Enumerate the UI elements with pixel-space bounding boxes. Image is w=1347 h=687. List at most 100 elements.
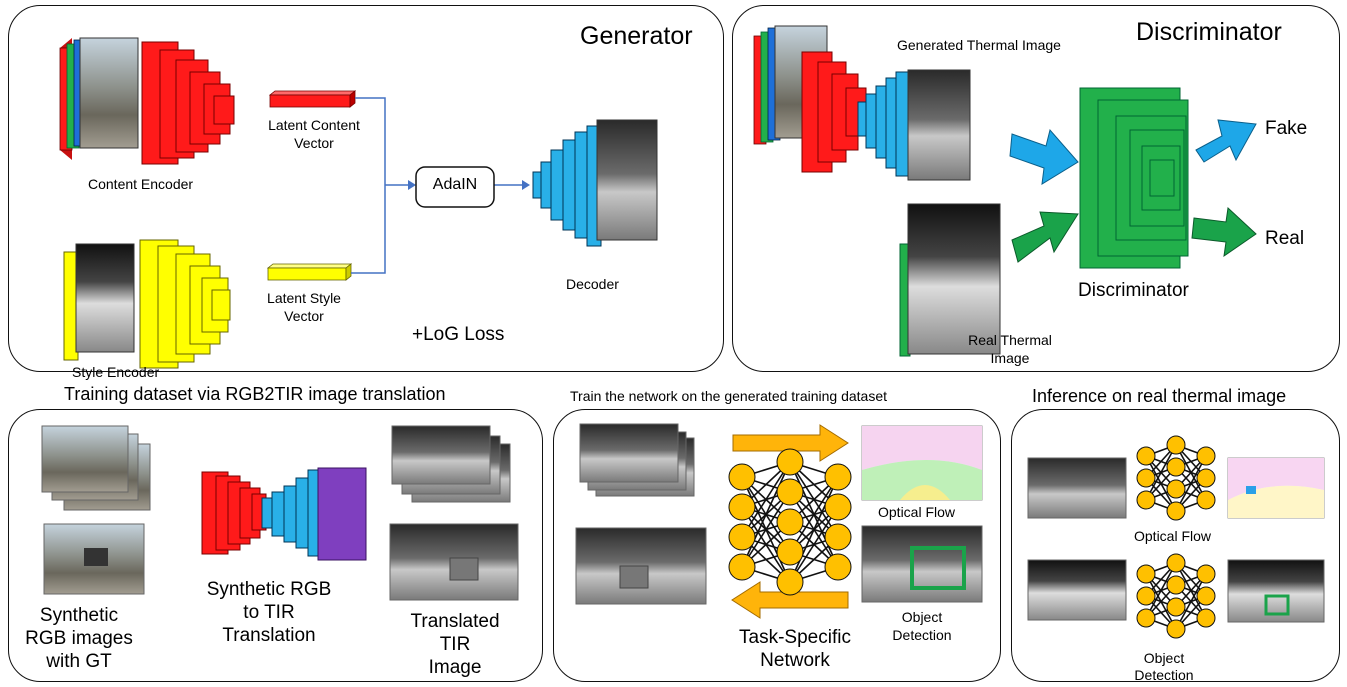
train-network-header: Train the network on the generated train… xyxy=(570,388,888,404)
translation-line3: Translation xyxy=(222,625,316,646)
network-node xyxy=(1166,553,1186,573)
network-node xyxy=(1196,564,1216,584)
style-image-stack xyxy=(63,243,135,361)
translation-line2: to TIR xyxy=(243,602,295,623)
latent-style-line2: Vector xyxy=(284,308,324,324)
log-loss-label: +LoG Loss xyxy=(412,324,505,345)
network-node xyxy=(776,538,804,566)
latent-style-label: Latent Style Vector xyxy=(252,289,356,325)
discriminator-title: Discriminator xyxy=(1136,18,1282,46)
synthetic-rgb-images xyxy=(41,425,151,595)
network-edge xyxy=(741,461,791,568)
latent-connectors xyxy=(351,97,530,274)
network-edge xyxy=(1175,455,1207,512)
task-line2: Network xyxy=(760,650,830,671)
network-edge xyxy=(741,461,791,538)
network-node xyxy=(1136,490,1156,510)
inference-optical-flow-label: Optical Flow xyxy=(1134,528,1212,544)
latent-content-line2: Vector xyxy=(294,135,334,151)
network-node xyxy=(824,493,852,521)
network-node xyxy=(776,448,804,476)
latent-style-vector xyxy=(266,263,353,281)
task-network-graph xyxy=(728,448,852,596)
synthetic-line1: Synthetic xyxy=(39,605,119,626)
network-node xyxy=(1166,479,1186,499)
latent-style-line1: Latent Style xyxy=(267,290,341,306)
network-node xyxy=(1136,446,1156,466)
translated-tir-label: Translated TIR Image xyxy=(400,610,510,679)
task-specific-label: Task-Specific Network xyxy=(730,626,860,672)
network-edge xyxy=(1175,573,1207,630)
content-image-stack xyxy=(59,37,139,160)
synthetic-line3: with GT xyxy=(46,651,112,672)
network-node xyxy=(1166,435,1186,455)
translation-line1: Synthetic RGB xyxy=(206,579,332,600)
synthetic-rgb-label: Synthetic RGB images with GT xyxy=(24,604,134,673)
training-dataset-header: Training dataset via RGB2TIR image trans… xyxy=(64,384,446,404)
task-line1: Task-Specific xyxy=(739,627,851,648)
network-node xyxy=(728,493,756,521)
network-node xyxy=(728,523,756,551)
network-node xyxy=(776,478,804,506)
network-edge xyxy=(741,491,791,568)
arrow-to-discriminator-bottom xyxy=(1011,211,1079,263)
translated-line2: TIR xyxy=(439,634,471,655)
network-edge xyxy=(1145,562,1177,619)
content-encoder-block xyxy=(141,41,235,165)
translation-label: Synthetic RGB to TIR Translation xyxy=(196,578,342,647)
generator-title: Generator xyxy=(580,22,693,50)
network-node xyxy=(1136,564,1156,584)
backward-arrow xyxy=(731,581,849,619)
network-edge xyxy=(789,476,839,583)
inference-network-top xyxy=(1136,435,1216,521)
real-thermal-line1: Real Thermal xyxy=(968,332,1052,348)
network-node xyxy=(776,568,804,596)
network-node xyxy=(1196,446,1216,466)
train-optical-flow-label: Optical Flow xyxy=(878,504,956,520)
translated-line3: Image xyxy=(428,657,482,678)
inference-optical-flow-output xyxy=(1227,457,1325,519)
network-node xyxy=(824,523,852,551)
latent-content-vector xyxy=(268,90,357,108)
network-node xyxy=(728,553,756,581)
network-node xyxy=(1136,468,1156,488)
network-node xyxy=(1196,586,1216,606)
network-node xyxy=(1166,457,1186,477)
latent-content-line1: Latent Content xyxy=(268,117,360,133)
synthetic-line2: RGB images xyxy=(25,628,133,649)
network-node xyxy=(1166,597,1186,617)
translated-line1: Translated xyxy=(410,611,500,632)
network-node xyxy=(728,463,756,491)
discriminator-block xyxy=(1079,87,1189,269)
network-node xyxy=(1166,575,1186,595)
network-node xyxy=(1196,468,1216,488)
generated-image-stack xyxy=(753,25,971,181)
decoder-block xyxy=(532,119,658,247)
network-node xyxy=(824,553,852,581)
forward-arrow xyxy=(732,424,849,462)
real-thermal-image xyxy=(899,203,1001,357)
network-edge xyxy=(789,476,839,553)
inference-input-flow xyxy=(1027,457,1127,519)
network-node xyxy=(1136,608,1156,628)
inference-detection-output xyxy=(1227,559,1325,623)
discriminator-label: Discriminator xyxy=(1078,280,1189,301)
style-encoder-block xyxy=(139,239,231,369)
inference-input-detect xyxy=(1027,559,1127,621)
arrow-to-discriminator-top xyxy=(1009,128,1079,185)
network-node xyxy=(1196,608,1216,628)
network-node xyxy=(1136,586,1156,606)
style-encoder-label: Style Encoder xyxy=(72,364,160,380)
train-object-line2: Detection xyxy=(892,627,952,643)
network-node xyxy=(824,463,852,491)
real-arrow xyxy=(1191,206,1257,258)
latent-content-label: Latent Content Vector xyxy=(258,116,370,152)
train-object-line1: Object xyxy=(901,609,943,625)
train-object-detection-label: Object Detection xyxy=(866,608,978,644)
network-node xyxy=(776,508,804,536)
inference-object-line2: Detection xyxy=(1134,667,1194,683)
content-encoder-label: Content Encoder xyxy=(88,176,194,192)
network-node xyxy=(1166,501,1186,521)
inference-object-line1: Object xyxy=(1143,650,1185,666)
